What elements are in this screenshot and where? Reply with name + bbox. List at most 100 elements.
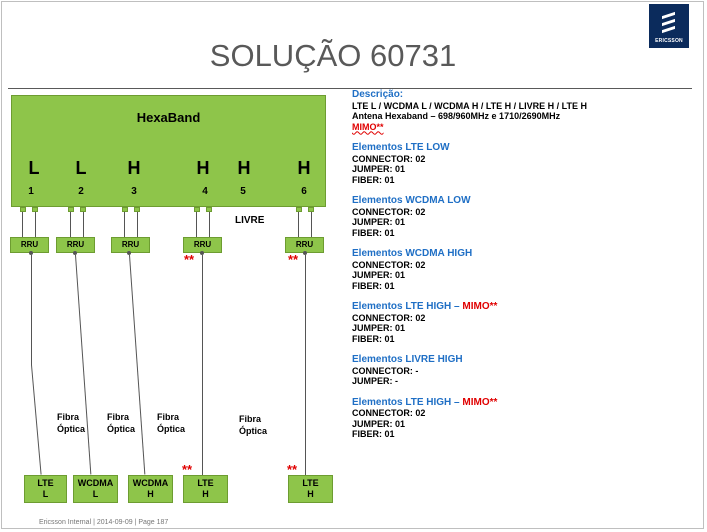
jumper-line bbox=[137, 212, 138, 237]
jumper-line bbox=[124, 212, 125, 237]
fiber-count: FIBER: 01 bbox=[352, 280, 395, 291]
connector bbox=[308, 207, 314, 212]
fiber-label-line: Fibra bbox=[107, 412, 130, 422]
section-lte-low: Elementos LTE LOW CONNECTOR: 02 JUMPER: … bbox=[352, 142, 692, 185]
description-mimo: MIMO** bbox=[352, 121, 384, 132]
section-lte-high-mimo-2: Elementos LTE HIGH – MIMO** CONNECTOR: 0… bbox=[352, 396, 692, 440]
jumper-count: JUMPER: 01 bbox=[352, 164, 406, 174]
jumper-line bbox=[196, 212, 197, 237]
fiber-label-line: Óptica bbox=[157, 424, 186, 434]
section-title-text: Elementos LTE HIGH – bbox=[352, 301, 463, 312]
bbu-box-wcdma-l: WCDMA L bbox=[73, 475, 118, 503]
fiber-count: FIBER: 01 bbox=[352, 333, 395, 344]
bbu-label-line: LTE bbox=[302, 478, 319, 488]
bbu-box-lte-h-mimo: LTE H bbox=[288, 475, 333, 503]
band-label-2: L bbox=[75, 158, 87, 178]
connector-count: CONNECTOR: 02 bbox=[352, 206, 426, 217]
fiber-label-line: Óptica bbox=[57, 424, 86, 434]
port-number-4: 4 bbox=[202, 186, 208, 197]
fiber-label-line: Óptica bbox=[107, 424, 136, 434]
mimo-marker: ** bbox=[184, 252, 195, 267]
mimo-marker: ** bbox=[288, 252, 299, 267]
fiber-label-2: Fibra Óptica bbox=[107, 411, 135, 435]
antenna-name: HexaBand bbox=[136, 110, 201, 125]
slide-footer: Ericsson Internal | 2014-09-09 | Page 18… bbox=[39, 519, 169, 526]
port-number-1: 1 bbox=[28, 186, 34, 197]
section-title: Elementos WCDMA LOW bbox=[352, 195, 692, 207]
section-livre-high: Elementos LIVRE HIGH CONNECTOR: - JUMPER… bbox=[352, 354, 692, 387]
section-title-text: Elementos WCDMA HIGH bbox=[352, 248, 473, 259]
port-number-5: 5 bbox=[240, 186, 246, 197]
jumper-count: JUMPER: 01 bbox=[352, 418, 406, 429]
logo-bar bbox=[662, 25, 675, 34]
hexaband-antenna: HexaBand L L H H H H 1 2 3 4 5 6 bbox=[11, 95, 326, 207]
description-line: LTE L / WCDMA L / WCDMA H / LTE H / LIVR… bbox=[352, 100, 587, 111]
connector bbox=[134, 207, 140, 212]
connector bbox=[206, 207, 212, 212]
bbu-label-line: L bbox=[92, 489, 99, 499]
livre-label: LIVRE bbox=[235, 215, 265, 226]
fiber-line bbox=[305, 255, 306, 475]
bbu-box-lte-l: LTE L bbox=[24, 475, 67, 503]
bbu-label-line: WCDMA bbox=[132, 478, 169, 488]
fiber-line bbox=[202, 255, 203, 475]
logo-bar bbox=[662, 11, 675, 20]
port-number-3: 3 bbox=[131, 186, 137, 197]
section-wcdma-low: Elementos WCDMA LOW CONNECTOR: 02 JUMPER… bbox=[352, 195, 692, 238]
band-label-6: H bbox=[297, 158, 311, 178]
connector bbox=[80, 207, 86, 212]
section-wcdma-high: Elementos WCDMA HIGH CONNECTOR: 02 JUMPE… bbox=[352, 248, 692, 291]
ericsson-logo: ERICSSON bbox=[649, 4, 689, 48]
connector bbox=[20, 207, 26, 212]
fiber-count: FIBER: 01 bbox=[352, 429, 395, 439]
connector-count: CONNECTOR: - bbox=[352, 365, 419, 376]
fiber-connector-dot bbox=[303, 251, 307, 255]
section-title-text: Elementos WCDMA LOW bbox=[352, 195, 471, 206]
description-line: Antena Hexaband – 698/960MHz e 1710/2690… bbox=[352, 111, 561, 121]
fiber-label-line: Fibra bbox=[239, 414, 262, 424]
jumper-count: JUMPER: 01 bbox=[352, 217, 406, 227]
fiber-connector-dot bbox=[73, 251, 77, 255]
fiber-count: FIBER: 01 bbox=[352, 227, 395, 238]
fiber-label-4: Fibra Óptica bbox=[239, 413, 267, 437]
logo-text: ERICSSON bbox=[655, 38, 683, 44]
jumper-count: JUMPER: - bbox=[352, 376, 399, 386]
bbu-label-line: H bbox=[202, 489, 209, 499]
port-number-2: 2 bbox=[78, 186, 84, 197]
jumper-line bbox=[22, 212, 23, 237]
jumper-line bbox=[311, 212, 312, 237]
jumper-count: JUMPER: 01 bbox=[352, 323, 406, 333]
connector bbox=[296, 207, 302, 212]
jumper-line bbox=[70, 212, 71, 237]
bbu-label-line: LTE bbox=[197, 478, 214, 488]
section-title-text: Elementos LTE HIGH – bbox=[352, 396, 463, 408]
bbu-box-wcdma-h: WCDMA H bbox=[128, 475, 173, 503]
fiber-label-1: Fibra Óptica bbox=[57, 411, 85, 435]
fiber-connector-dot bbox=[200, 251, 204, 255]
section-mimo: MIMO** bbox=[462, 396, 498, 408]
band-label-4: H bbox=[196, 158, 210, 178]
bbu-label-line: WCDMA bbox=[77, 478, 114, 488]
connector bbox=[32, 207, 38, 212]
connector-count: CONNECTOR: 02 bbox=[352, 408, 426, 418]
bbu-box-lte-h: LTE H bbox=[183, 475, 228, 503]
connector bbox=[194, 207, 200, 212]
description-header: Descrição: bbox=[352, 89, 404, 100]
band-label-5: H bbox=[237, 158, 251, 178]
connector-count: CONNECTOR: 02 bbox=[352, 153, 426, 164]
description-panel: Descrição: LTE L / WCDMA L / WCDMA H / L… bbox=[352, 89, 692, 440]
connector bbox=[122, 207, 128, 212]
bbu-label-line: H bbox=[307, 489, 314, 499]
jumper-line bbox=[35, 212, 36, 237]
connector bbox=[68, 207, 74, 212]
connector-count: CONNECTOR: 02 bbox=[352, 259, 426, 270]
section-title: Elementos LIVRE HIGH bbox=[352, 354, 692, 366]
fiber-connector-dot bbox=[29, 251, 33, 255]
fiber-label-line: Fibra bbox=[157, 412, 180, 422]
section-mimo: MIMO** bbox=[462, 301, 498, 312]
section-title: Elementos LTE HIGH – MIMO** bbox=[352, 396, 692, 409]
section-title: Elementos LTE HIGH – MIMO** bbox=[352, 301, 692, 313]
mimo-marker: ** bbox=[182, 462, 193, 477]
jumper-line bbox=[83, 212, 84, 237]
